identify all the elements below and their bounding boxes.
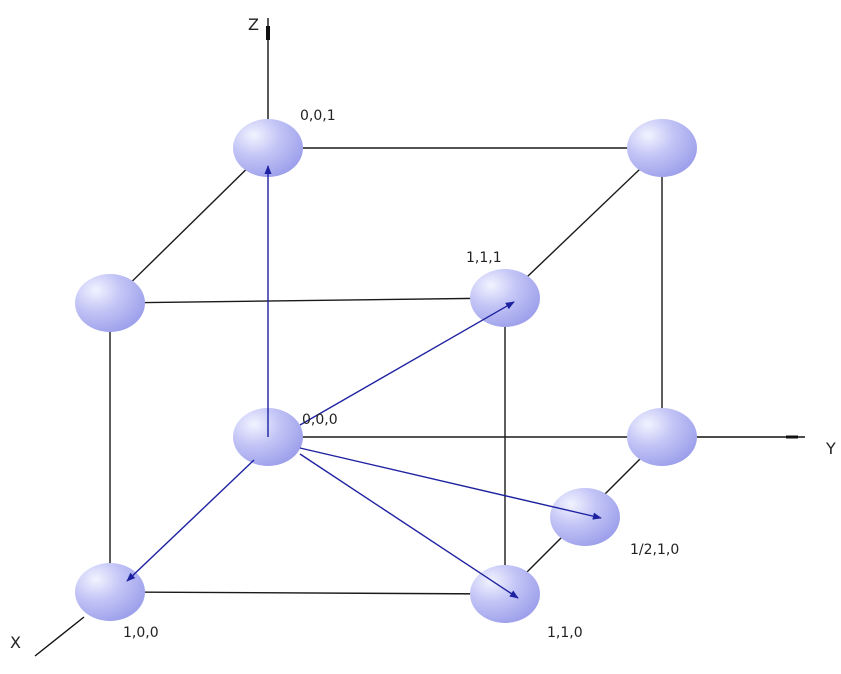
- atom-0-1-1: [627, 119, 697, 177]
- label-1-1-0: 1,1,0: [547, 625, 583, 641]
- atom-1-1-1: [470, 269, 540, 327]
- vector-to-half-1-0: [299, 447, 602, 520]
- edge-bottom-front: [109, 591, 506, 595]
- x-axis-label: X: [10, 633, 21, 652]
- atom-0-1-0: [627, 408, 697, 466]
- x-axis: [34, 616, 85, 657]
- edge-top-left: [109, 147, 269, 304]
- atom-1-0-0: [75, 563, 145, 621]
- vector-to-1-1-0: [299, 453, 519, 599]
- atom-half-1-0: [550, 488, 620, 546]
- label-1-1-1: 1,1,1: [466, 250, 502, 266]
- atoms: [75, 119, 697, 623]
- vector-to-1-0-0: [126, 459, 255, 582]
- edge-top-right: [504, 147, 663, 299]
- label-0-0-0: 0,0,0: [302, 412, 338, 428]
- direction-vectors: [126, 165, 602, 599]
- atom-0-0-1: [233, 119, 303, 177]
- label-1-0-0: 1,0,0: [123, 625, 159, 641]
- atom-1-1-0: [470, 565, 540, 623]
- label-0-0-1: 0,0,1: [300, 108, 336, 124]
- y-axis-label: Y: [825, 439, 836, 458]
- label-half-1-0: 1/2,1,0: [630, 542, 679, 558]
- atom-1-0-1: [75, 274, 145, 332]
- z-axis-label: Z: [248, 15, 259, 34]
- vector-to-1-1-1: [299, 301, 515, 426]
- edge-top-front: [109, 297, 506, 304]
